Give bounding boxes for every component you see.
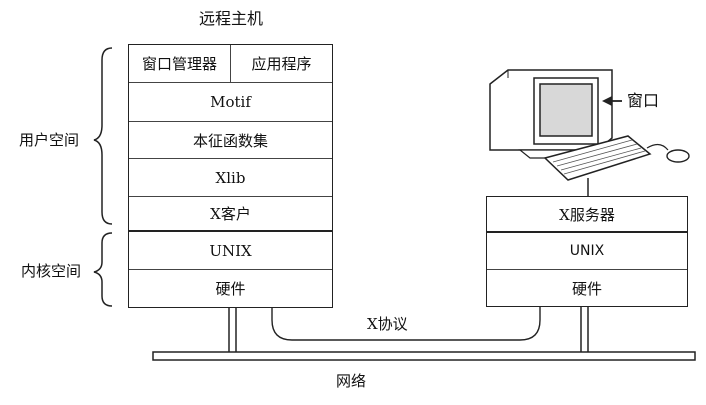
remote-host-stack: 窗口管理器 应用程序 Motif 本征函数集 Xlib X客户 UNIX 硬件 [128,44,333,308]
kernel-space-label: 内核空间 [21,262,82,280]
remote-hardware-layer: 硬件 [215,280,246,298]
application-layer: 应用程序 [251,55,312,73]
kernel-space-brace [93,232,113,307]
local-machine-stack: X服务器 UNIX 硬件 [486,196,688,307]
x-protocol-label: X协议 [367,315,408,333]
local-hardware-layer: 硬件 [571,279,602,298]
mouse-icon [666,149,690,163]
remote-unix-layer: UNIX [129,232,332,270]
x-protocol-path [271,218,541,341]
top-layer-row: 窗口管理器 应用程序 [129,45,332,83]
network-bar [152,351,696,361]
xlib-layer: Xlib [129,159,332,197]
motif-layer: Motif [129,83,332,122]
local-unix-layer: UNIX [487,233,687,270]
window-arrow-icon [602,96,612,106]
intrinsics-layer: 本征函数集 [129,122,332,159]
x-client-layer: X客户 [129,197,332,232]
network-label: 网络 [336,372,367,390]
x-server-layer: X服务器 [487,197,687,233]
remote-host-title: 远程主机 [199,9,264,28]
window-label: 窗口 [627,91,660,110]
window-manager-layer: 窗口管理器 [129,45,231,82]
computer-icon [489,69,690,196]
user-space-label: 用户空间 [19,131,80,149]
user-space-brace [93,47,113,225]
